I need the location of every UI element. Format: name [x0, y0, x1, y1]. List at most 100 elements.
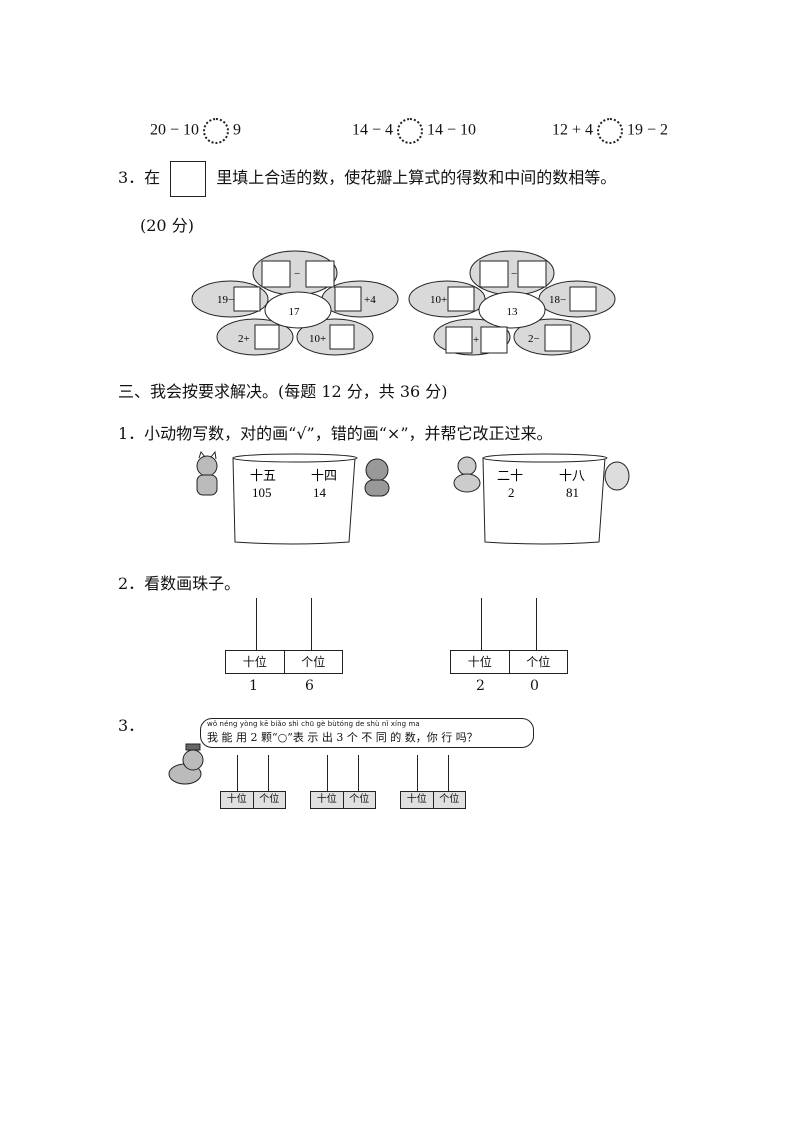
- scroll2-word-2: 十八: [559, 468, 585, 483]
- small-abacus2-tens: 十位: [311, 792, 344, 808]
- flower1-bottom-left-label: 2+: [238, 333, 250, 345]
- scroll2-num-2: 81: [566, 485, 579, 500]
- scroll2-num-1: 2: [508, 485, 515, 500]
- flowers-figure: − 17 19− +4 2+ 10+ − 13 10+ 18− + 2−: [191, 250, 616, 356]
- flower2-box-bottom-right[interactable]: [544, 324, 572, 352]
- question-3: 3．在里填上合适的数，使花瓣上算式的得数和中间的数相等。: [118, 160, 616, 197]
- flower2-bottom-right-label: 2−: [528, 333, 540, 345]
- cat-icon: [196, 450, 218, 496]
- flower2-box-bottom-left-1[interactable]: [445, 326, 473, 354]
- abacus2-rod-tens[interactable]: [481, 598, 482, 650]
- abacus2-value-ones: 0: [530, 678, 539, 694]
- compare-right: 14 − 10: [427, 121, 477, 139]
- puppy-icon: [168, 743, 204, 785]
- abacus1-base: 十位 个位: [225, 650, 343, 674]
- compare-item-2: 14 − 4 14 − 10: [352, 118, 476, 144]
- section3-question-1: 1．小动物写数，对的画“√”，错的画“×”，并帮它改正过来。: [118, 424, 553, 443]
- flower-2: − 13 10+ 18− + 2−: [408, 250, 616, 356]
- section3-question-2: 2．看数画珠子。: [118, 574, 241, 593]
- flower2-box-bottom-left-2[interactable]: [480, 326, 508, 354]
- flower-1: − 17 19− +4 2+ 10+: [191, 250, 399, 356]
- flower1-left-label: 19−: [217, 294, 234, 306]
- section3-question-3-num: 3．: [118, 716, 145, 735]
- small-abacus3-tens: 十位: [401, 792, 434, 808]
- abacus1-rod-tens[interactable]: [256, 598, 257, 650]
- small-abacus1-ones: 个位: [259, 794, 280, 805]
- answer-box-sample: [170, 160, 207, 197]
- squirrel-icon: [364, 458, 390, 497]
- scroll1-word-2: 十四: [311, 468, 337, 483]
- flower1-box-right[interactable]: [334, 286, 362, 312]
- scroll1-num-2: 14: [313, 485, 327, 500]
- small-abacus2-base: 十位 个位: [310, 791, 376, 809]
- abacus-1: 十位 个位 1 6: [225, 598, 343, 698]
- abacus1-value-tens: 1: [249, 678, 258, 694]
- small-abacus-3: 十位 个位: [400, 755, 468, 810]
- small-abacus3-base: 十位 个位: [400, 791, 466, 809]
- section-3-title: 三、我会按要求解决。(每题 12 分，共 36 分): [118, 382, 448, 401]
- flower2-right-label: 18−: [549, 294, 566, 306]
- small-abacus3-ones: 个位: [439, 794, 460, 805]
- abacus2-base: 十位 个位: [450, 650, 568, 674]
- duck-icon: [453, 456, 481, 493]
- abacus1-rod-ones[interactable]: [311, 598, 312, 650]
- flower2-box-top-left[interactable]: [479, 260, 509, 288]
- flower2-box-right[interactable]: [569, 286, 597, 312]
- compare-right: 9: [233, 121, 242, 139]
- abacus2-tens-label: 十位: [451, 651, 510, 673]
- small-abacus1-tens: 十位: [221, 792, 254, 808]
- abacus-2: 十位 个位 2 0: [450, 598, 568, 698]
- flower2-box-top-right[interactable]: [517, 260, 547, 288]
- compare-right: 19 − 2: [627, 121, 669, 139]
- chick-icon: [604, 461, 630, 491]
- speech-text: 我 能 用 2 颗“○”表 示 出 3 个 不 同 的 数，你 行 吗？: [207, 731, 478, 744]
- small-abacus1-rod-tens[interactable]: [237, 755, 238, 791]
- scroll1-word-1: 十五: [250, 468, 276, 483]
- compare-item-1: 20 − 10 9: [150, 118, 241, 144]
- compare-circle-blank[interactable]: [397, 118, 424, 144]
- flower1-center: 17: [289, 306, 301, 318]
- flower2-bottom-left-label: +: [473, 334, 479, 346]
- flower1-box-bottom-left[interactable]: [254, 324, 280, 350]
- small-abacus1-base: 十位 个位: [220, 791, 286, 809]
- small-abacus2-ones: 个位: [349, 794, 370, 805]
- compare-left: 12 + 4: [552, 121, 594, 139]
- speech-pinyin: wǒ néng yòng kē biǎo shì chū gè bùtóng d…: [207, 720, 420, 728]
- small-abacus3-rod-tens[interactable]: [417, 755, 418, 791]
- small-abacus-2: 十位 个位: [310, 755, 378, 810]
- scroll1-num-1: 105: [252, 485, 272, 500]
- small-abacus2-rod-tens[interactable]: [327, 755, 328, 791]
- question-3-points: (20 分): [140, 216, 194, 235]
- flower2-top-op: −: [511, 268, 517, 280]
- flower1-box-top-left[interactable]: [261, 260, 291, 288]
- abacus1-ones-label: 个位: [301, 655, 326, 669]
- compare-left: 20 − 10: [150, 121, 200, 139]
- abacus2-ones-label: 个位: [526, 655, 551, 669]
- flower1-box-left[interactable]: [233, 286, 261, 312]
- speech-bubble: wǒ néng yòng kē biǎo shì chū gè bùtóng d…: [200, 718, 534, 748]
- small-abacus3-rod-ones[interactable]: [448, 755, 449, 791]
- scrolls-figure: 十五 十四 105 14 二十 十八 2 81: [196, 450, 630, 545]
- small-abacus1-rod-ones[interactable]: [268, 755, 269, 791]
- flower1-bottom-right-label: 10+: [309, 333, 326, 345]
- small-abacus-1: 十位 个位: [220, 755, 288, 810]
- abacus1-value-ones: 6: [305, 678, 314, 694]
- flower2-left-label: 10+: [430, 294, 447, 306]
- scroll-1: [232, 453, 358, 545]
- abacus1-tens-label: 十位: [226, 651, 285, 673]
- scroll-2: [482, 453, 608, 545]
- scroll2-word-1: 二十: [497, 468, 523, 483]
- flower1-top-op: −: [294, 268, 300, 280]
- compare-item-3: 12 + 4 19 − 2: [552, 118, 668, 144]
- small-abacus2-rod-ones[interactable]: [358, 755, 359, 791]
- abacus2-rod-ones[interactable]: [536, 598, 537, 650]
- flower1-right-label: +4: [364, 294, 376, 306]
- compare-circle-blank[interactable]: [203, 118, 230, 144]
- flower1-box-top-right[interactable]: [305, 260, 335, 288]
- flower2-center: 13: [507, 306, 519, 318]
- abacus2-value-tens: 2: [476, 678, 485, 694]
- compare-circle-blank[interactable]: [597, 118, 624, 144]
- flower1-box-bottom-right[interactable]: [329, 324, 355, 350]
- flower2-box-left[interactable]: [447, 286, 475, 312]
- compare-left: 14 − 4: [352, 121, 394, 139]
